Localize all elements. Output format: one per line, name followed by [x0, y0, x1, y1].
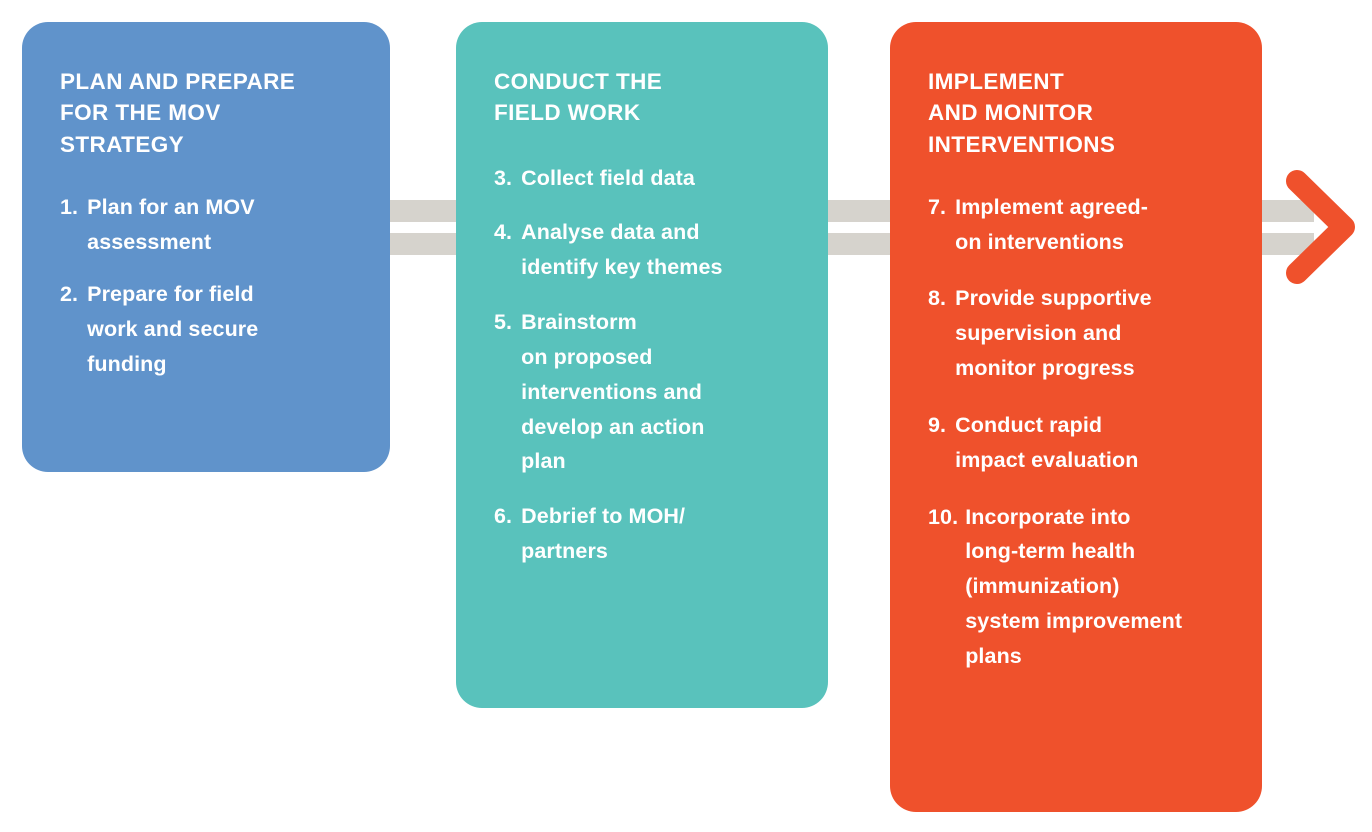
step-number: 2. — [60, 282, 79, 307]
connector-bar-top — [816, 200, 898, 222]
step-number: 6. — [494, 504, 513, 529]
step-text: Provide supportive supervision and monit… — [955, 286, 1152, 381]
step-number: 10. — [928, 504, 959, 529]
step-text: Conduct rapid impact evaluation — [955, 412, 1139, 472]
step-item: 4. Analyse data and identify key themes — [494, 215, 796, 285]
stage-step-list: 3. Collect field data 4. Analyse data an… — [494, 161, 796, 569]
step-text: Brainstorm on proposed interventions and… — [521, 310, 705, 474]
step-number: 4. — [494, 220, 513, 245]
step-text: Plan for an MOV assessment — [87, 194, 255, 254]
step-number: 8. — [928, 286, 947, 311]
stage-title: CONDUCT THE FIELD WORK — [494, 69, 663, 126]
step-number: 5. — [494, 310, 513, 335]
step-text: Implement agreed- on interventions — [955, 194, 1148, 254]
step-text: Analyse data and identify key themes — [521, 220, 723, 280]
stage-step-list: 1. Plan for an MOV assessment 2. Prepare… — [60, 190, 358, 382]
stage-card-plan-and-prepare[interactable]: PLAN AND PREPARE FOR THE MOV STRATEGY 1.… — [22, 22, 390, 472]
connector-plan-to-fieldwork — [380, 200, 462, 255]
step-item: 7. Implement agreed- on interventions — [928, 190, 1230, 260]
step-item: 10. Incorporate into long-term health (i… — [928, 500, 1230, 674]
connector-implement-to-arrow — [1252, 200, 1314, 255]
step-item: 3. Collect field data — [494, 161, 796, 196]
step-item: 1. Plan for an MOV assessment — [60, 190, 358, 260]
connector-fieldwork-to-implement — [816, 200, 898, 255]
stage-step-list: 7. Implement agreed- on interventions 8.… — [928, 190, 1230, 674]
chevron-right-arrow-icon — [1286, 170, 1355, 284]
step-text: Debrief to MOH/ partners — [521, 504, 686, 563]
stage-card-conduct-field-work[interactable]: CONDUCT THE FIELD WORK 3. Collect field … — [456, 22, 828, 708]
connector-bar-bottom — [816, 233, 898, 255]
step-number: 7. — [928, 194, 947, 219]
step-number: 9. — [928, 412, 947, 437]
step-item: 5. Brainstorm on proposed interventions … — [494, 305, 796, 479]
step-item: 8. Provide supportive supervision and mo… — [928, 281, 1230, 385]
connector-bar-bottom — [380, 233, 462, 255]
step-item: 9. Conduct rapid impact evaluation — [928, 408, 1230, 478]
step-text: Collect field data — [521, 165, 695, 190]
step-item: 2. Prepare for field work and secure fun… — [60, 277, 358, 381]
step-number: 3. — [494, 165, 513, 190]
stage-card-implement-and-monitor[interactable]: IMPLEMENT AND MONITOR INTERVENTIONS 7. I… — [890, 22, 1262, 812]
connector-bar-bottom — [1252, 233, 1314, 255]
stage-title: PLAN AND PREPARE FOR THE MOV STRATEGY — [60, 69, 296, 157]
step-item: 6. Debrief to MOH/ partners — [494, 499, 796, 569]
step-text: Incorporate into long-term health (immun… — [965, 504, 1183, 668]
step-number: 1. — [60, 194, 79, 219]
connector-bar-top — [380, 200, 462, 222]
step-text: Prepare for field work and secure fundin… — [87, 282, 259, 377]
connector-bar-top — [1252, 200, 1314, 222]
stage-title: IMPLEMENT AND MONITOR INTERVENTIONS — [928, 69, 1116, 157]
